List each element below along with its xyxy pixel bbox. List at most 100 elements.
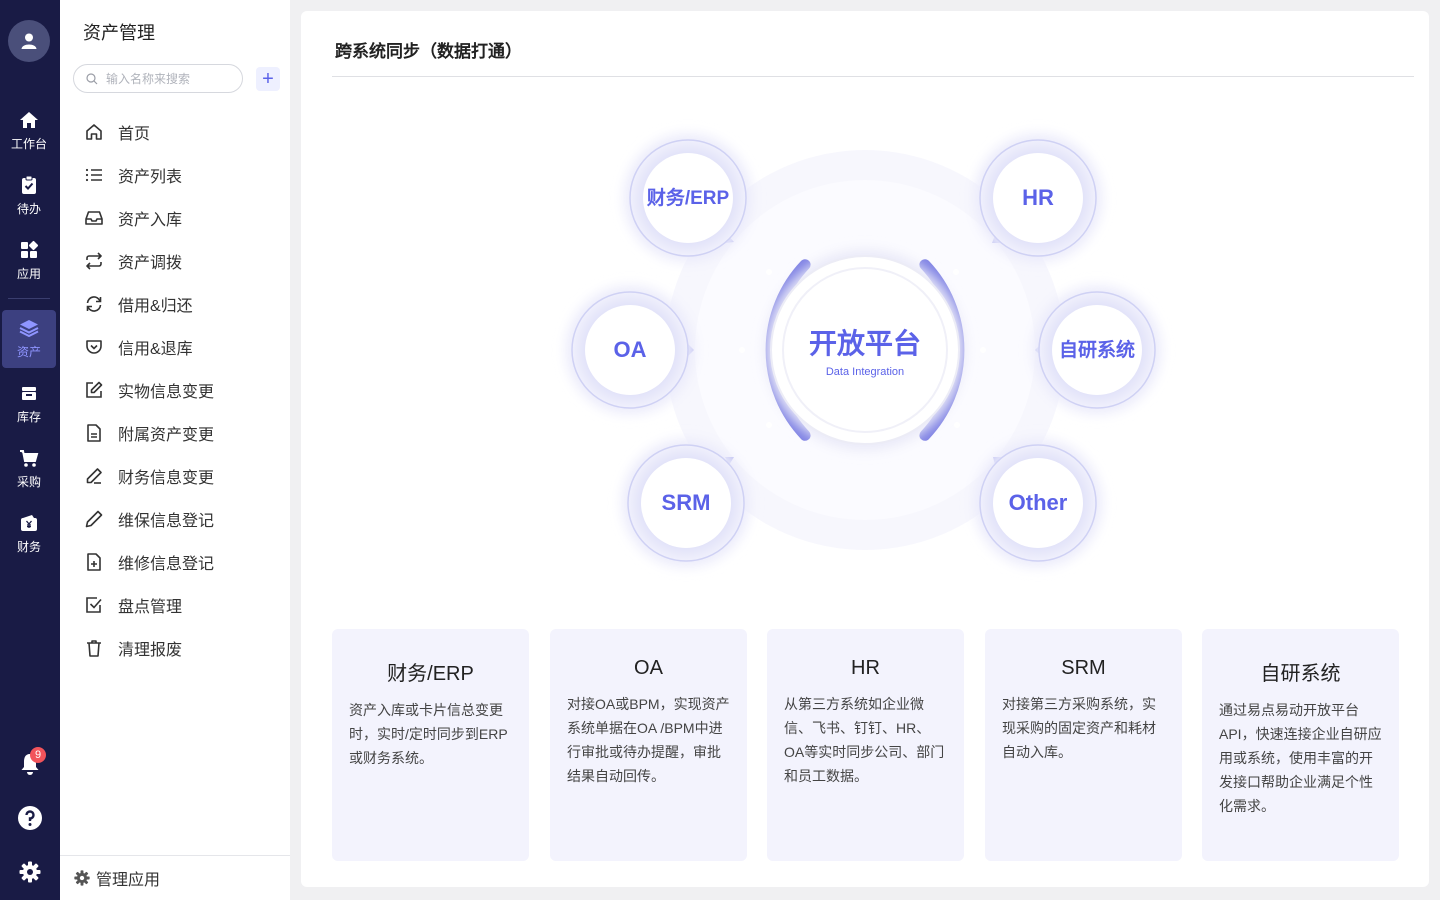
settings-button[interactable] <box>0 852 60 892</box>
rail-item-inventory[interactable]: 库存 <box>2 375 56 433</box>
sidebar-item-finance-change[interactable]: 财务信息变更 <box>60 454 290 497</box>
hub-subtitle: Data Integration <box>826 366 904 378</box>
search-input[interactable] <box>104 70 238 87</box>
manage-apps-button[interactable]: 管理应用 <box>60 855 290 900</box>
node-oa[interactable]: OA <box>566 286 694 414</box>
sidebar-item-physical-change[interactable]: 实物信息变更 <box>60 368 290 411</box>
sidebar-item-label: 附属资产变更 <box>118 426 215 444</box>
edit-square-icon <box>84 380 104 400</box>
rail-item-purchase[interactable]: 采购 <box>2 440 56 498</box>
card-self-developed: 自研系统 通过易点易动开放平台API，快速连接企业自研应用或系统，使用丰富的开发… <box>1202 629 1399 861</box>
help-button[interactable] <box>0 798 60 838</box>
rail-label: 库存 <box>16 410 41 424</box>
card-description: 通过易点易动开放平台API，快速连接企业自研应用或系统，使用丰富的开发接口帮助企… <box>1219 702 1382 814</box>
sidebar-item-borrow-return[interactable]: 借用&归还 <box>60 282 290 325</box>
user-icon <box>21 33 37 49</box>
sidebar-item-label: 维保信息登记 <box>118 512 215 530</box>
card-hr: HR 从第三方系统如企业微信、飞书、钉钉、HR、OA等实时同步公司、部门和员工数… <box>767 629 964 861</box>
card-title: HR <box>851 657 880 679</box>
main-panel: 跨系统同步（数据打通） 开放平台 Data Integration <box>301 11 1429 887</box>
sidebar-item-label: 借用&归还 <box>118 297 193 315</box>
sidebar-item-label: 实物信息变更 <box>118 383 215 401</box>
node-srm[interactable]: SRM <box>622 439 750 567</box>
sidebar-item-label: 资产调拨 <box>118 254 183 272</box>
card-finance-erp: 财务/ERP 资产入库或卡片信总变更时，实时/定时同步到ERP或财务系统。 <box>332 629 529 861</box>
sidebar-item-label: 资产列表 <box>118 168 183 186</box>
card-title: 自研系统 <box>1260 663 1341 685</box>
sidebar-item-asset-inbound[interactable]: 资产入库 <box>60 196 290 239</box>
sidebar-item-label: 盘点管理 <box>118 598 183 616</box>
card-oa: OA 对接OA或BPM，实现资产系统单据在OA /BPM中进行审批或待办提醒，审… <box>550 629 747 861</box>
rail-item-assets[interactable]: 资产 <box>2 310 56 368</box>
sidebar-item-credit-return[interactable]: 信用&退库 <box>60 325 290 368</box>
node-self-developed[interactable]: 自研系统 <box>1033 286 1161 414</box>
rail-label: 工作台 <box>10 137 47 151</box>
transfer-arrows-icon <box>84 251 104 271</box>
sidebar-item-stocktake[interactable]: 盘点管理 <box>60 583 290 626</box>
module-sidebar: 资产管理 + 首页 资产列表 资产入库 <box>60 0 290 900</box>
list-icon <box>84 165 104 185</box>
card-description: 资产入库或卡片信总变更时，实时/定时同步到ERP或财务系统。 <box>349 702 508 766</box>
apps-grid-icon <box>21 240 39 258</box>
notification-badge: 9 <box>30 747 46 763</box>
file-text-icon <box>84 423 104 443</box>
hub-arc-dots <box>739 269 986 428</box>
integration-cards: 财务/ERP 资产入库或卡片信总变更时，实时/定时同步到ERP或财务系统。 OA… <box>332 629 1399 861</box>
wallet-yen-icon <box>21 515 37 531</box>
rail-item-todo[interactable]: 待办 <box>2 167 56 225</box>
rail-label: 财务 <box>16 540 41 554</box>
page-title: 跨系统同步（数据打通） <box>335 42 522 61</box>
node-label: 财务/ERP <box>647 186 730 209</box>
card-srm: SRM 对接第三方采购系统，实现采购的固定资产和耗材自动入库。 <box>985 629 1182 861</box>
title-divider <box>332 76 1414 77</box>
home-icon <box>20 112 38 128</box>
cart-icon <box>20 450 39 467</box>
rail-item-finance[interactable]: 财务 <box>2 505 56 563</box>
add-button[interactable]: + <box>256 67 280 91</box>
sidebar-item-label: 清理报废 <box>118 641 183 659</box>
integration-diagram: 开放平台 Data Integration 财务/ERP HR <box>566 134 1161 567</box>
sidebar-item-home[interactable]: 首页 <box>60 110 290 153</box>
node-label: Other <box>1009 490 1068 515</box>
manage-apps-label: 管理应用 <box>96 872 161 889</box>
node-label: OA <box>614 337 647 362</box>
node-finance-erp[interactable]: 财务/ERP <box>624 134 752 262</box>
rail-item-workbench[interactable]: 工作台 <box>2 102 56 160</box>
card-description: 对接OA或BPM，实现资产系统单据在OA /BPM中进行审批或待办提醒，审批结果… <box>567 696 730 784</box>
sidebar-item-label: 财务信息变更 <box>118 469 215 487</box>
sidebar-item-accessory-change[interactable]: 附属资产变更 <box>60 411 290 454</box>
rail-label: 待办 <box>16 202 41 216</box>
sidebar-item-maintenance-record[interactable]: 维保信息登记 <box>60 497 290 540</box>
card-description: 从第三方系统如企业微信、飞书、钉钉、HR、OA等实时同步公司、部门和员工数据。 <box>784 696 945 784</box>
card-title: OA <box>634 657 663 679</box>
sidebar-item-asset-transfer[interactable]: 资产调拨 <box>60 239 290 282</box>
rail-label: 资产 <box>16 345 41 359</box>
card-title: 财务/ERP <box>387 663 474 685</box>
node-hr[interactable]: HR <box>974 134 1102 262</box>
rail-label: 应用 <box>16 267 41 281</box>
node-label: HR <box>1022 185 1054 210</box>
sidebar-item-label: 资产入库 <box>118 211 183 229</box>
file-plus-icon <box>84 552 104 572</box>
pen-line-icon <box>84 466 104 486</box>
rail-divider <box>8 298 50 299</box>
sidebar-title: 资产管理 <box>83 23 155 43</box>
sidebar-item-asset-list[interactable]: 资产列表 <box>60 153 290 196</box>
node-other[interactable]: Other <box>974 439 1102 567</box>
home-outline-icon <box>84 122 104 142</box>
sidebar-item-disposal[interactable]: 清理报废 <box>60 626 290 669</box>
rail-item-apps[interactable]: 应用 <box>2 232 56 290</box>
avatar[interactable] <box>8 20 50 62</box>
search-box[interactable] <box>73 64 243 93</box>
rail-label: 采购 <box>16 475 41 489</box>
hub-inner <box>782 267 948 433</box>
notifications-button[interactable] <box>0 744 60 784</box>
sidebar-item-label: 维修信息登记 <box>118 555 215 573</box>
refresh-icon <box>84 294 104 314</box>
card-title: SRM <box>1061 657 1106 679</box>
inventory-box-icon <box>22 387 36 400</box>
pencil-icon <box>84 509 104 529</box>
app-rail: 工作台 待办 应用 资产 库存 <box>0 0 60 900</box>
sidebar-menu: 首页 资产列表 资产入库 资产调拨 借用&归还 <box>60 110 290 669</box>
sidebar-item-repair-record[interactable]: 维修信息登记 <box>60 540 290 583</box>
